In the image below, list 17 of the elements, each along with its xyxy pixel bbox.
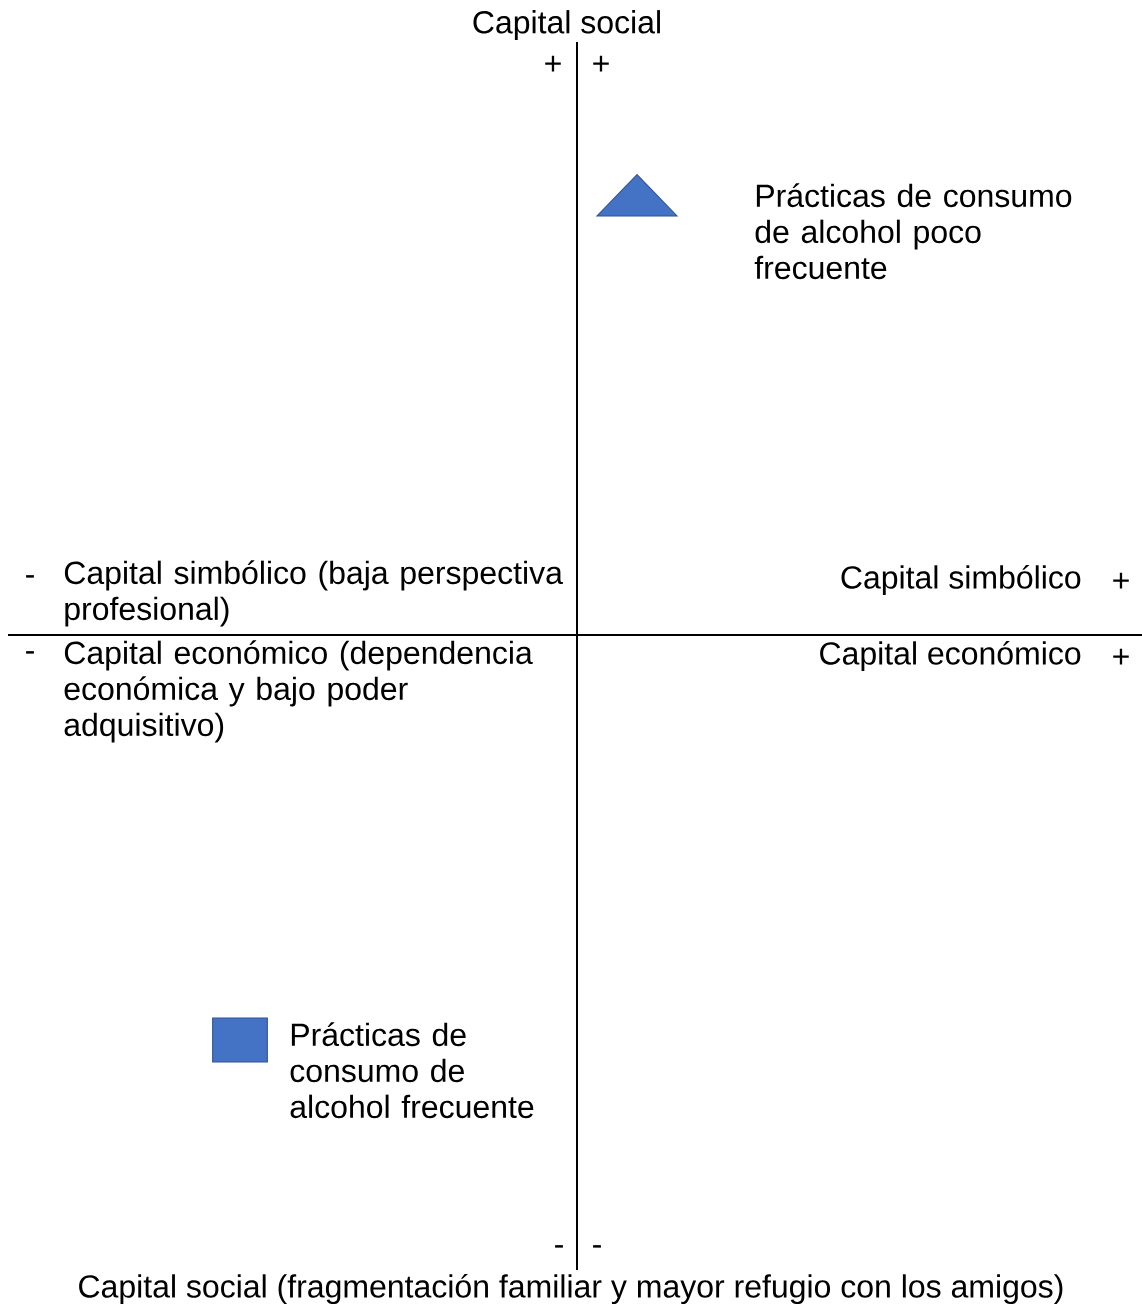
sign-label: +	[1113, 572, 1129, 589]
marker-caption: Prácticas de consumo de alcohol frecuente	[290, 1022, 534, 1119]
axis-title: Capital social	[473, 10, 660, 40]
sign-label: -	[555, 1245, 563, 1248]
axis-label: Capital simbólico	[841, 564, 1081, 596]
sign-label: -	[26, 575, 34, 578]
sign-label: +	[545, 55, 561, 72]
sign-label: -	[26, 651, 34, 654]
box-marker	[212, 1017, 268, 1063]
axis-title: Capital social (fragmentación familiar y mayor refugio con los amigos)	[79, 1273, 1063, 1305]
axis-label: Capital económico	[820, 640, 1081, 672]
axis-label: Capital económico (dependencia económica y bajo poder adquisitivo)	[64, 640, 533, 743]
sign-label: +	[593, 55, 609, 72]
sign-label: -	[593, 1245, 601, 1248]
axis-label: Capital simbólico (baja perspectiva profesional)	[64, 560, 563, 627]
marker-caption: Prácticas de consumo de alcohol poco frecuente	[754, 183, 1072, 280]
sign-label: +	[1113, 648, 1129, 665]
